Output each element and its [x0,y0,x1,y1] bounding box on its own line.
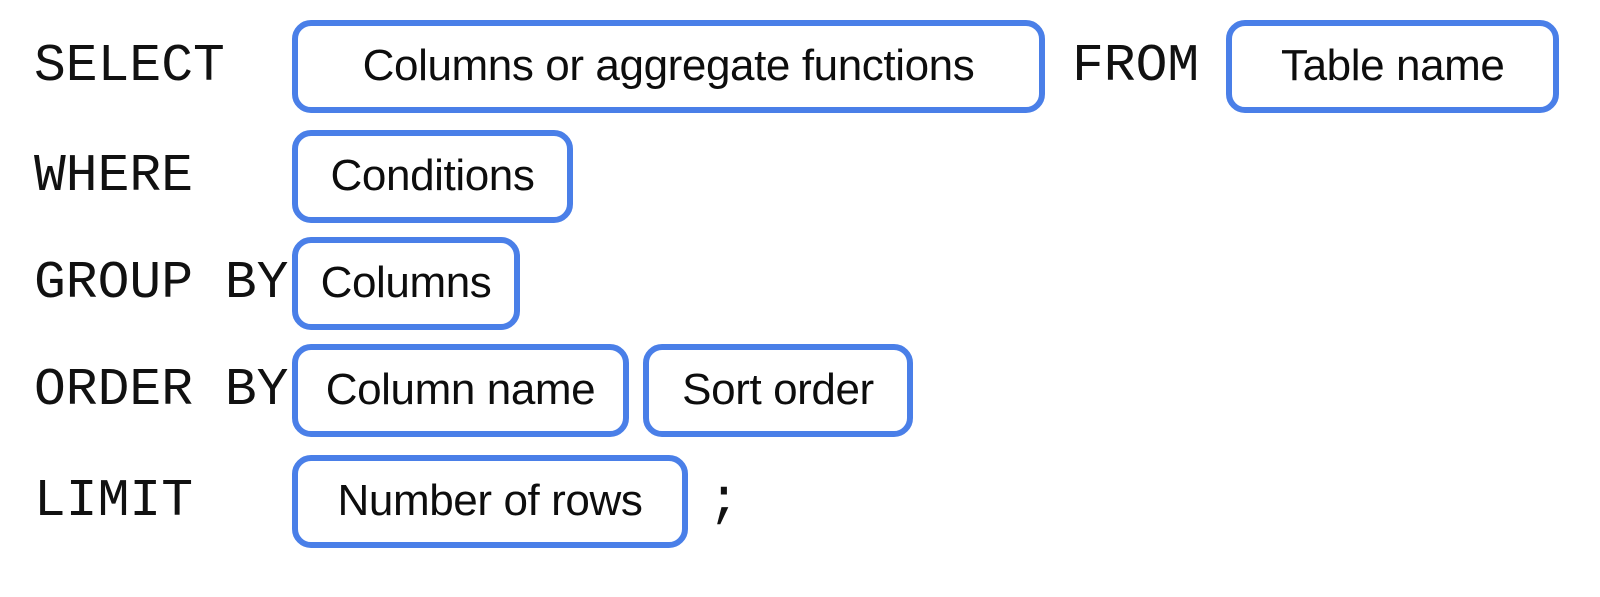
slot-group-by-columns[interactable]: Columns [292,236,520,330]
slot-order-by-column-name[interactable]: Column name [292,343,629,437]
slot-number-of-rows-label: Number of rows [337,476,643,525]
slot-conditions[interactable]: Conditions [292,129,573,223]
sql-line-where: WHERE Conditions [34,129,573,223]
slot-table-name[interactable]: Table name [1226,19,1560,113]
slot-table-name-label: Table name [1280,41,1505,90]
sql-keyword-order-by: ORDER BY [34,359,289,420]
slot-order-by-column-name-label: Column name [325,365,596,414]
slot-sort-order[interactable]: Sort order [643,343,913,437]
sql-line-select: SELECT Columns or aggregate functions FR… [34,19,1560,113]
sql-keyword-where: WHERE [34,145,194,206]
sql-line-limit: LIMIT Number of rows ; [34,454,740,548]
sql-keyword-limit: LIMIT [34,470,194,531]
slot-group-by-columns-label: Columns [320,258,492,307]
slot-select-columns[interactable]: Columns or aggregate functions [292,19,1045,113]
slot-number-of-rows[interactable]: Number of rows [292,454,688,548]
slot-select-columns-label: Columns or aggregate functions [362,41,975,90]
sql-keyword-group-by: GROUP BY [34,252,289,313]
sql-keyword-from: FROM [1072,35,1200,96]
sql-keyword-select: SELECT [34,35,225,96]
sql-line-group-by: GROUP BY Columns [34,236,520,330]
sql-line-order-by: ORDER BY Column name Sort order [34,343,913,437]
slot-conditions-label: Conditions [330,151,535,200]
statement-terminator: ; [708,470,740,531]
slot-sort-order-label: Sort order [682,365,874,414]
